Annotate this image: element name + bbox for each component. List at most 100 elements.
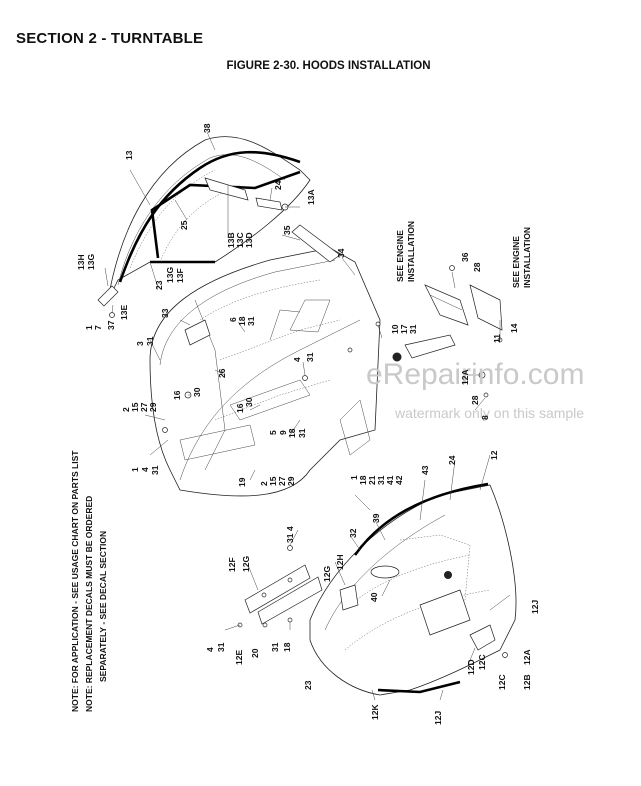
callout: 11	[492, 334, 502, 343]
callout: 17	[399, 324, 409, 334]
callout: 18	[282, 642, 292, 652]
callout: 3	[135, 341, 145, 346]
callout: 12G	[241, 556, 251, 572]
callout: 29	[286, 476, 296, 486]
callout: 31	[216, 642, 226, 652]
callout: 27	[139, 402, 149, 412]
callout: 12B	[522, 674, 532, 690]
callout: 31	[150, 465, 160, 475]
notes: NOTE: FOR APPLICATION - SEE USAGE CHART …	[70, 450, 108, 712]
callout: 8	[480, 415, 490, 420]
callout: 28	[472, 262, 482, 272]
callout: 12E	[234, 650, 244, 665]
callout: 13F	[175, 268, 185, 283]
callout: 34	[336, 248, 346, 258]
callout: 15	[130, 402, 140, 412]
callout-numbers: 38 13 24 13A 25 13B 13C 13D 35 34 13H 13…	[76, 123, 540, 725]
watermark-note: watermark only on this sample	[394, 405, 584, 421]
callout: 12A	[460, 369, 470, 385]
callout: 19	[237, 477, 247, 487]
callout: 13A	[306, 189, 316, 205]
callout: 26	[217, 368, 227, 378]
callout: 38	[202, 123, 212, 133]
engine-reference-right: SEE ENGINE INSTALLATION	[511, 227, 532, 288]
callout: 9	[278, 430, 288, 435]
callout: 16	[172, 390, 182, 400]
callout: 35	[282, 225, 292, 235]
leader-lines	[104, 131, 511, 701]
callout: 4	[292, 357, 302, 362]
callout: 13C	[235, 232, 245, 248]
engine-reference-left: SEE ENGINE INSTALLATION	[395, 221, 416, 282]
upper-hood-assembly	[97, 136, 311, 318]
callout: 31	[408, 324, 418, 334]
callout: 1	[349, 475, 359, 480]
callout: 31	[297, 428, 307, 438]
callout: 33	[160, 308, 170, 318]
callout: 13	[124, 150, 134, 160]
see-engine-label: SEE ENGINE	[511, 236, 521, 288]
callout: 12C	[477, 654, 487, 670]
callout: 12C	[497, 674, 507, 690]
callout: 23	[303, 680, 313, 690]
callout: 25	[179, 220, 189, 230]
hinge-bar	[237, 545, 359, 628]
callout: 12D	[466, 659, 476, 675]
callout: 31	[285, 533, 295, 543]
note-separately: SEPARATELY - SEE DECAL SECTION	[98, 531, 108, 682]
callout: 24	[447, 455, 457, 465]
callout: 15	[268, 476, 278, 486]
callout: 36	[460, 252, 470, 262]
installation-label: INSTALLATION	[406, 221, 416, 282]
callout: 31	[376, 475, 386, 485]
callout: 4	[140, 467, 150, 472]
callout: 20	[250, 648, 260, 658]
lower-hood-assembly	[309, 482, 517, 696]
callout: 31	[305, 352, 315, 362]
callout: 4	[205, 647, 215, 652]
callout: 42	[394, 475, 404, 485]
figure-title: FIGURE 2-30. HOODS INSTALLATION	[226, 60, 431, 72]
callout: 18	[237, 316, 247, 326]
callout: 12G	[322, 566, 332, 582]
callout: 23	[154, 280, 164, 290]
lower-hood-trim	[353, 482, 489, 556]
callout: 13G	[165, 267, 175, 283]
callout: 6	[228, 317, 238, 322]
callout: 21	[367, 475, 377, 485]
callout: 12K	[370, 704, 380, 720]
engine-brackets	[404, 265, 503, 398]
callout: 16	[235, 403, 245, 413]
callout: 30	[244, 397, 254, 407]
callout: 13G	[86, 254, 96, 270]
callout: 12F	[227, 557, 237, 572]
callout: 24	[273, 180, 283, 190]
callout: 13E	[119, 305, 129, 320]
callout: 10	[390, 324, 400, 334]
callout: 41	[385, 475, 395, 485]
callout: 12	[489, 450, 499, 460]
note-application: NOTE: FOR APPLICATION - SEE USAGE CHART …	[70, 450, 80, 712]
note-replacement-decals: NOTE: REPLACEMENT DECALS MUST BE ORDERED	[84, 496, 94, 712]
callout: 31	[270, 642, 280, 652]
callout: 13B	[226, 232, 236, 248]
callout: 4	[285, 526, 295, 531]
callout: 28	[470, 395, 480, 405]
section-title: SECTION 2 - TURNTABLE	[16, 30, 204, 47]
callout: 32	[348, 528, 358, 538]
callout: 5	[268, 430, 278, 435]
callout: 39	[371, 513, 381, 523]
see-engine-label: SEE ENGINE	[395, 230, 405, 282]
callout: 27	[277, 476, 287, 486]
callout: 12J	[530, 600, 540, 614]
callout: 18	[287, 428, 297, 438]
callout: 1	[130, 467, 140, 472]
callout: 18	[358, 475, 368, 485]
callout: 43	[420, 465, 430, 475]
callout: 29	[148, 402, 158, 412]
callout: 30	[192, 387, 202, 397]
watermark-brand: eRepairinfo.com	[366, 358, 584, 391]
installation-label: INSTALLATION	[522, 227, 532, 288]
callout: 13H	[76, 254, 86, 270]
callout: 31	[145, 336, 155, 346]
